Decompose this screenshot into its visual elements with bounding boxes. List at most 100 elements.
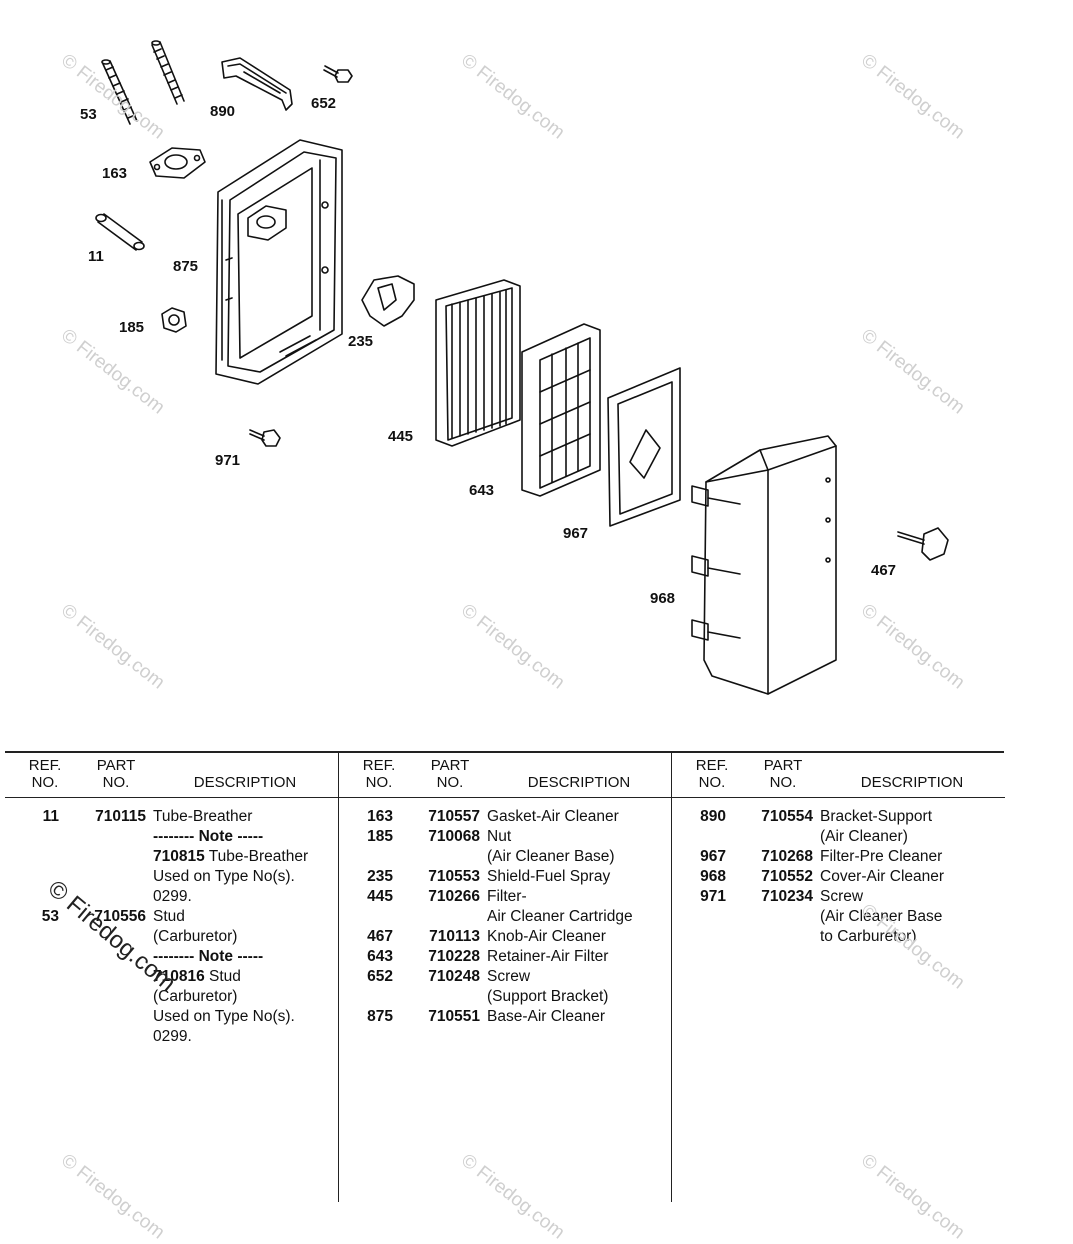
callout-235: 235 xyxy=(348,333,374,350)
description: Nut xyxy=(487,828,512,845)
part-no: 710068 xyxy=(428,828,480,845)
table-row: 710815 Tube-Breather xyxy=(5,847,338,867)
table-row: 467 710113 Knob-Air Cleaner xyxy=(339,927,672,947)
ref-no: 968 xyxy=(700,868,726,885)
description: Gasket-Air Cleaner xyxy=(487,808,619,825)
table-row: -------- Note ----- xyxy=(5,947,338,967)
ref-no: 445 xyxy=(367,888,393,905)
table-row: 0299. xyxy=(5,1027,338,1047)
part-no: 710228 xyxy=(428,948,480,965)
description: (Support Bracket) xyxy=(487,988,609,1005)
table-row: 875 710551 Base-Air Cleaner xyxy=(339,1007,672,1027)
description: (Carburetor) xyxy=(153,988,238,1005)
description: Base-Air Cleaner xyxy=(487,1008,606,1025)
description: Stud xyxy=(153,908,185,925)
description: Used on Type No(s). xyxy=(153,1008,295,1025)
description: Filter- xyxy=(487,888,527,905)
header-ref: REF.NO. xyxy=(28,757,62,791)
callout-185: 185 xyxy=(119,319,145,336)
header-description: DESCRIPTION xyxy=(193,774,297,791)
ref-no: 890 xyxy=(700,808,726,825)
table-row: 0299. xyxy=(5,887,338,907)
exploded-parts-diagram: 53 890 652 163 11 875 185 235 971 445 64… xyxy=(57,40,968,695)
ref-no: 11 xyxy=(42,808,59,825)
description: (Carburetor) xyxy=(153,928,238,945)
ref-no: 53 xyxy=(41,908,59,925)
inline-part-no: 710816 xyxy=(153,968,205,985)
part-no: 710268 xyxy=(761,848,813,865)
table-row: to Carburetor) xyxy=(672,927,1005,947)
inline-part-no: 710815 xyxy=(153,848,205,865)
ref-no: 971 xyxy=(700,888,726,905)
description: 710816 Stud xyxy=(153,968,241,985)
description: -------- Note ----- xyxy=(153,947,263,967)
ref-no: 643 xyxy=(367,948,393,965)
callout-643: 643 xyxy=(469,482,495,499)
part-no: 710113 xyxy=(429,928,480,945)
part-no: 710248 xyxy=(428,968,480,985)
note-label: -------- Note ----- xyxy=(153,948,264,965)
part-no: 710557 xyxy=(428,808,480,825)
description: Knob-Air Cleaner xyxy=(487,928,606,945)
part-967-precleaner xyxy=(607,367,681,527)
part-890-bracket xyxy=(221,57,293,111)
callout-967: 967 xyxy=(563,525,589,542)
description: (Air Cleaner Base) xyxy=(487,848,615,865)
table-row: (Air Cleaner Base xyxy=(672,907,1005,927)
description: Filter-Pre Cleaner xyxy=(820,848,943,865)
table-row: Air Cleaner Cartridge xyxy=(339,907,672,927)
part-no: 710115 xyxy=(95,808,146,825)
part-rod-upper xyxy=(151,40,185,105)
part-445-filter xyxy=(435,279,521,447)
part-no: 710551 xyxy=(428,1008,480,1025)
header-ref: REF.NO. xyxy=(362,757,396,791)
table-row: -------- Note ----- xyxy=(5,827,338,847)
callout-163: 163 xyxy=(102,165,128,182)
part-971-screw xyxy=(249,429,281,447)
callout-445: 445 xyxy=(388,428,414,445)
ref-no: 652 xyxy=(367,968,393,985)
table-row: Used on Type No(s). xyxy=(5,867,338,887)
part-53-stud xyxy=(101,59,138,125)
ref-no: 875 xyxy=(367,1008,393,1025)
table-row: (Air Cleaner Base) xyxy=(339,847,672,867)
callout-652: 652 xyxy=(311,95,337,112)
callout-467: 467 xyxy=(871,562,897,579)
description: Retainer-Air Filter xyxy=(487,948,609,965)
callout-890: 890 xyxy=(210,103,236,120)
description: Cover-Air Cleaner xyxy=(820,868,945,885)
diagram-drawing xyxy=(95,40,949,695)
description: (Air Cleaner) xyxy=(820,828,908,845)
note-label: -------- Note ----- xyxy=(153,828,264,845)
part-no: 710234 xyxy=(761,888,813,905)
description: 0299. xyxy=(153,888,192,905)
header-description: DESCRIPTION xyxy=(860,774,964,791)
table-row: (Carburetor) xyxy=(5,987,338,1007)
part-no: 710553 xyxy=(428,868,480,885)
callout-11: 11 xyxy=(88,248,104,265)
table-row: (Air Cleaner) xyxy=(672,827,1005,847)
header-ref: REF.NO. xyxy=(695,757,729,791)
ref-no: 467 xyxy=(367,928,393,945)
part-875-base xyxy=(215,139,343,385)
table-row: 710816 Stud xyxy=(5,967,338,987)
callout-968: 968 xyxy=(650,590,676,607)
